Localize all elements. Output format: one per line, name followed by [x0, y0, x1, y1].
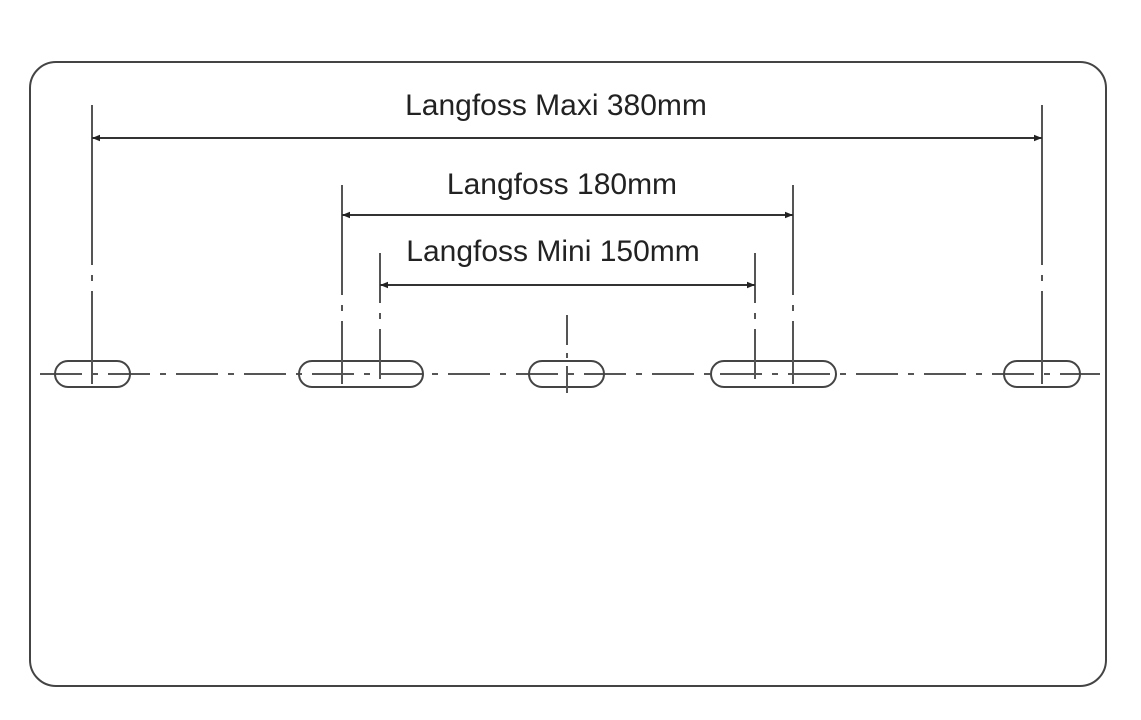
dimension-label-mini: Langfoss Mini 150mm	[406, 235, 699, 268]
dimension-label-180: Langfoss 180mm	[447, 168, 677, 201]
dimension-mini: Langfoss Mini 150mm	[379, 235, 756, 384]
plate-outline	[29, 61, 1107, 687]
mounting-slots	[54, 360, 1081, 388]
slot-right	[710, 360, 837, 388]
dimension-label-maxi: Langfoss Maxi 380mm	[405, 89, 707, 122]
slot-left	[298, 360, 424, 388]
dimension-180: Langfoss 180mm	[341, 168, 794, 384]
dimension-maxi: Langfoss Maxi 380mm	[91, 89, 1043, 384]
